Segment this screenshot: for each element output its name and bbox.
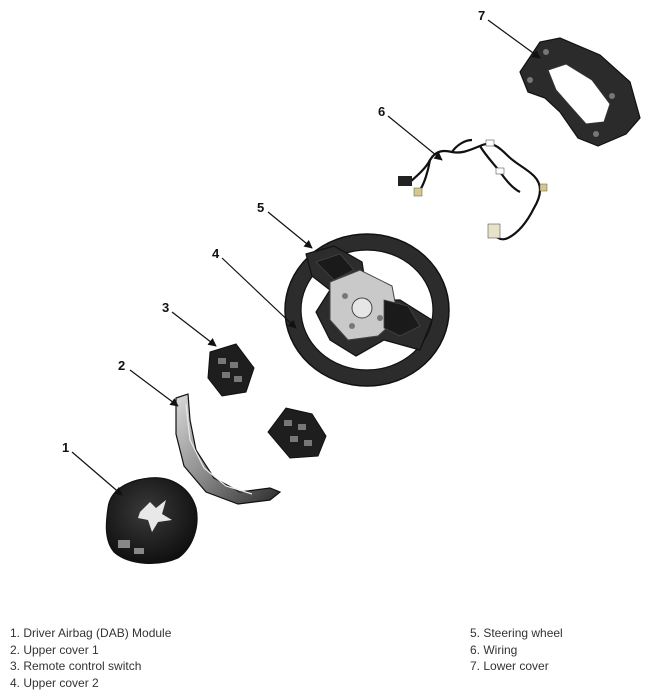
legend-item-upper-cover-2: 4. Upper cover 2 xyxy=(10,675,99,690)
callout-number-3: 3 xyxy=(162,300,169,315)
legend-item-airbag-module: 1. Driver Airbag (DAB) Module xyxy=(10,626,172,640)
connector-icon xyxy=(495,167,505,175)
connector-icon xyxy=(485,139,495,147)
legend-item-remote-control-switch: 3. Remote control switch xyxy=(10,659,142,673)
legend-right-column: 5. Steering wheel 6. Wiring 7. Lower cov… xyxy=(470,625,563,675)
callout-number-2: 2 xyxy=(118,358,125,373)
callout-number-4: 4 xyxy=(212,246,220,261)
leader-line-5 xyxy=(267,211,313,249)
leader-line-3 xyxy=(171,311,217,347)
connector-icon xyxy=(398,176,412,186)
wiring-harness-part xyxy=(409,138,542,241)
callout-number-7: 7 xyxy=(478,8,485,23)
leader-line-1 xyxy=(71,451,123,496)
lower-cover-part xyxy=(519,37,641,147)
leader-line-2 xyxy=(129,369,179,407)
legend-item-upper-cover-1: 2. Upper cover 1 xyxy=(10,642,99,657)
remote-control-switch-part xyxy=(207,343,255,397)
callout-number-1: 1 xyxy=(62,440,69,455)
leader-lines xyxy=(71,19,541,496)
callout-number-6: 6 xyxy=(378,104,385,119)
legend-left-column: 1. Driver Airbag (DAB) Module 2. Upper c… xyxy=(10,625,171,691)
exploded-view-diagram: 1 2 3 4 5 6 7 xyxy=(62,8,641,564)
driver-airbag-module-part xyxy=(105,477,198,564)
legend-item-wiring: 6. Wiring xyxy=(470,642,518,657)
leader-line-7 xyxy=(487,19,541,59)
connector-icon xyxy=(413,187,423,197)
connector-icon xyxy=(487,223,501,239)
leader-line-6 xyxy=(387,115,443,161)
connector-icon xyxy=(539,183,548,192)
remote-control-switch-part xyxy=(267,407,327,459)
steering-wheel-part xyxy=(284,233,450,387)
leader-line-4 xyxy=(221,257,297,329)
upper-cover-1-part xyxy=(175,393,282,505)
callout-number-5: 5 xyxy=(257,200,264,215)
emblem-icon xyxy=(138,500,172,532)
legend-item-steering-wheel: 5. Steering wheel xyxy=(470,626,563,640)
legend-item-lower-cover: 7. Lower cover xyxy=(470,659,549,673)
